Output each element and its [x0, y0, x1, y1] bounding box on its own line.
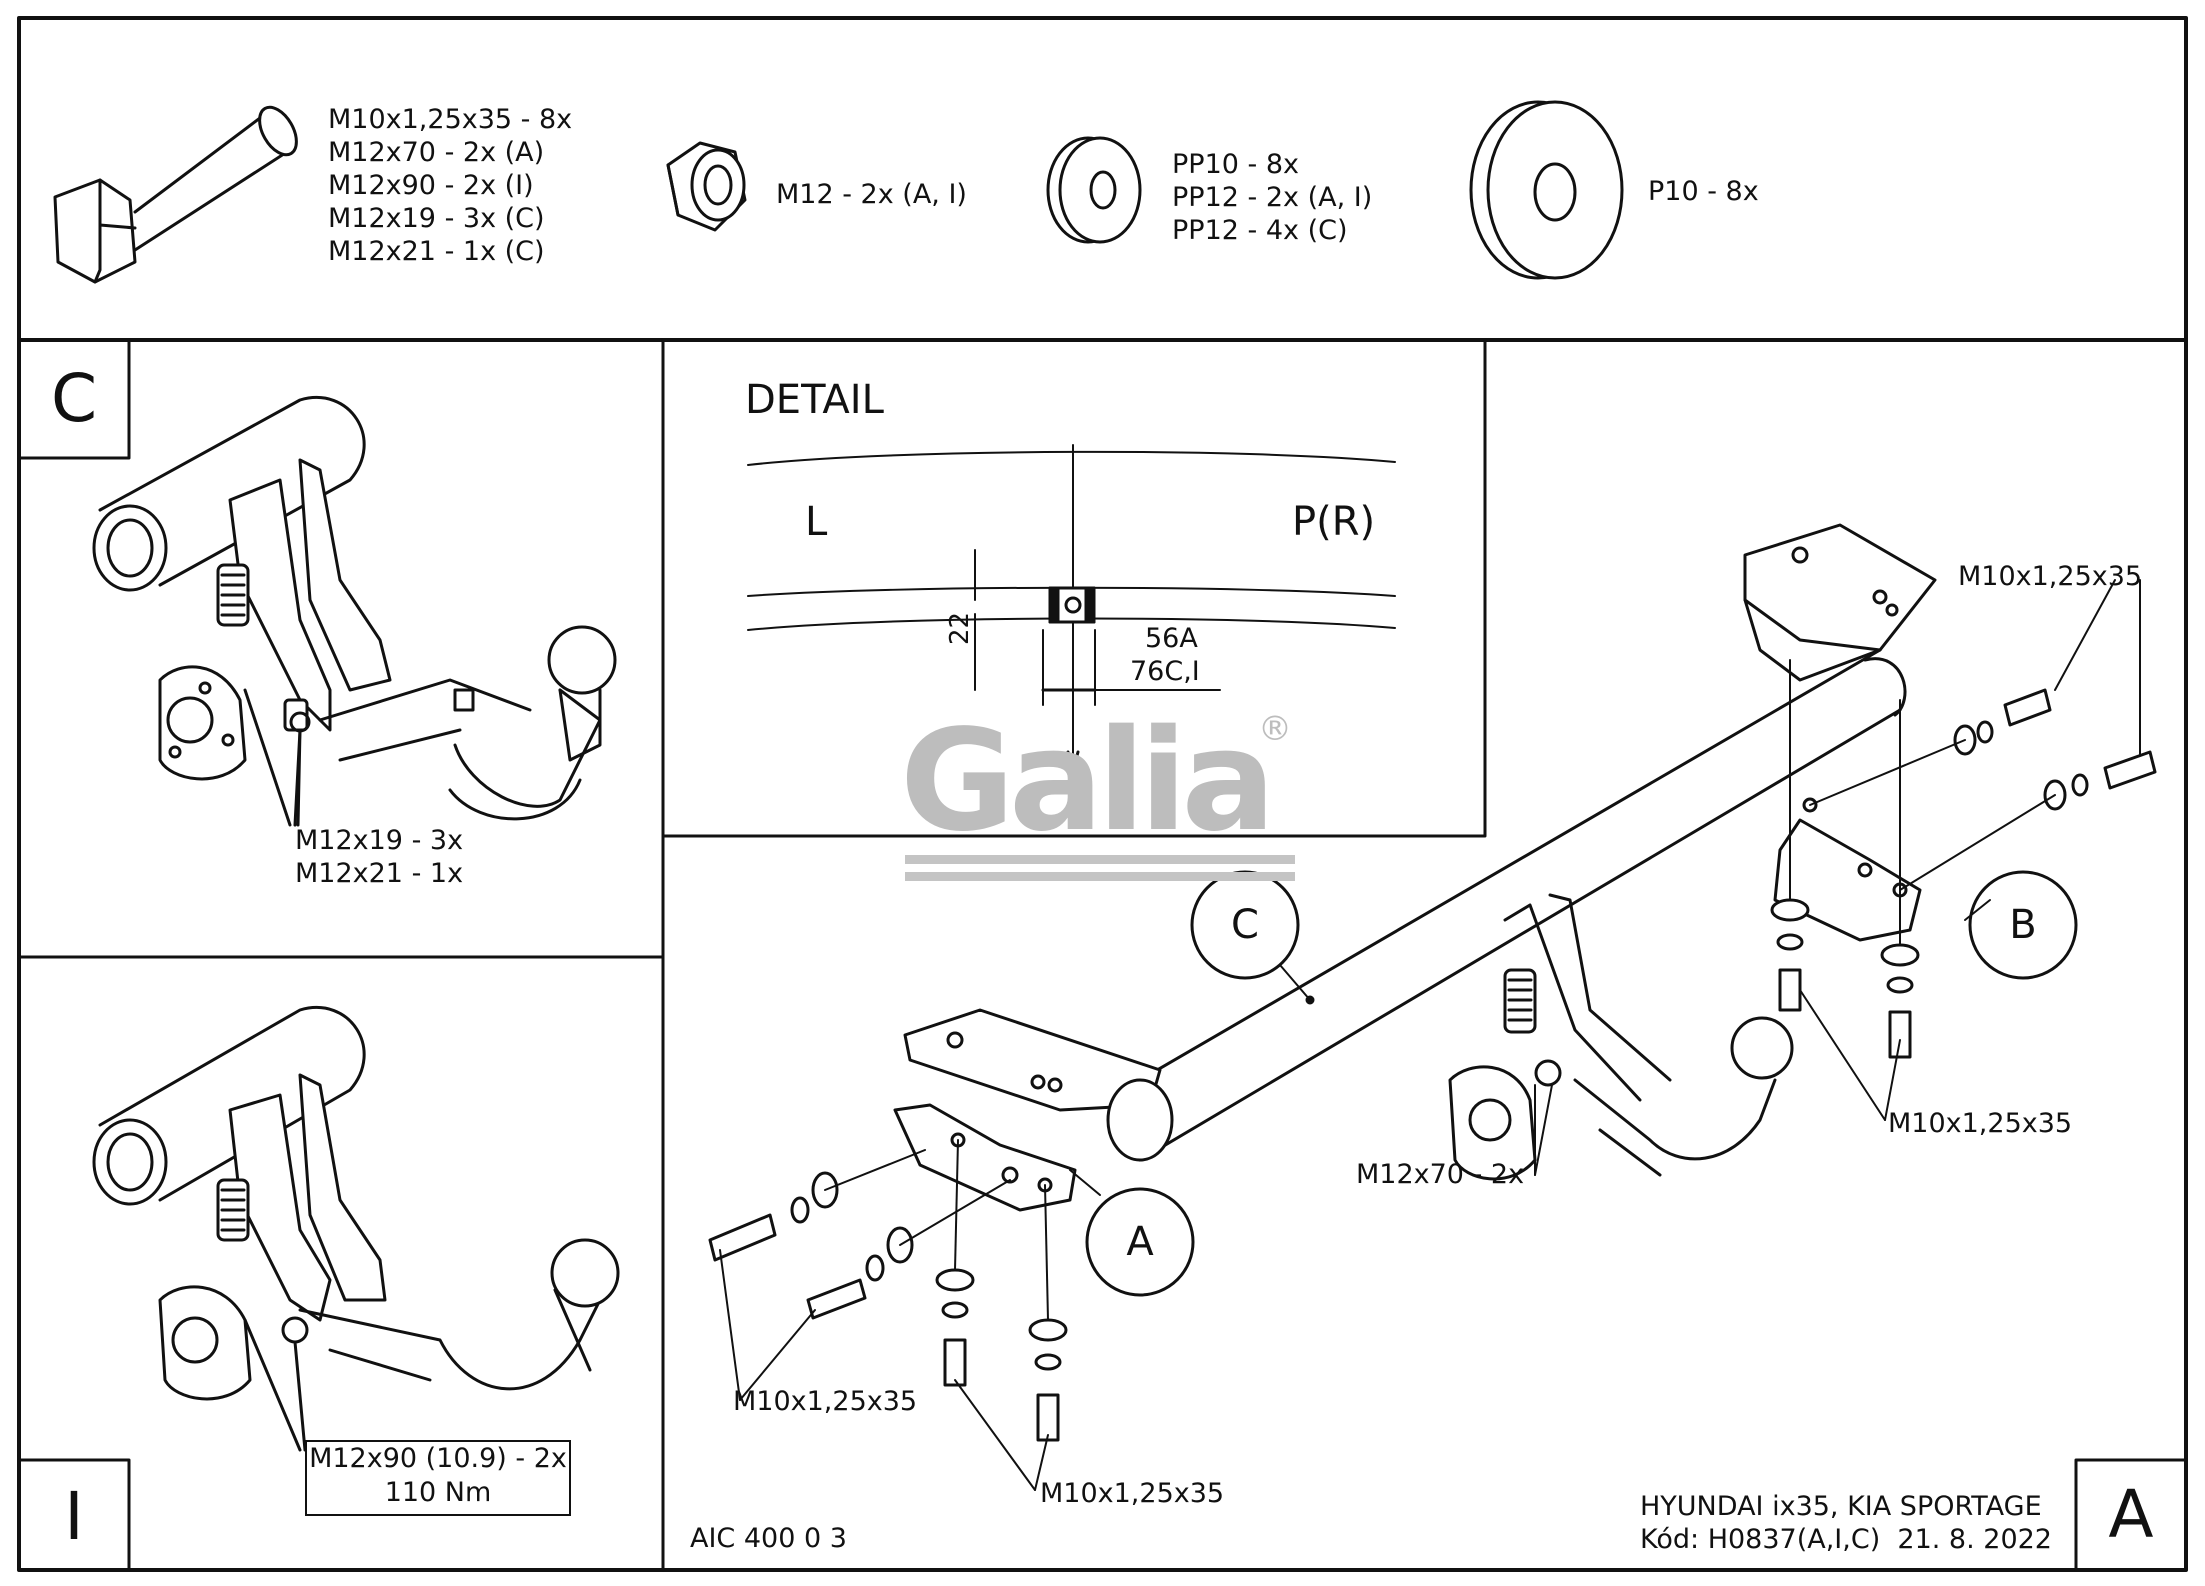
outer-frame [17, 16, 2188, 1572]
detail-dim-56a: 56A [1145, 623, 1198, 654]
bolt-label: M12x90 - 2x (I) [328, 170, 534, 201]
detail-dim-76ci: 76C,I [1130, 656, 1200, 687]
bolt-label-right-bottom: M10x1,25x35 [1888, 1108, 2073, 1139]
panel-i-letter: I [64, 1478, 84, 1555]
towbar-c-illustration [92, 396, 617, 827]
bolt-icon [53, 105, 298, 284]
logo-bar-1 [905, 855, 1295, 864]
panel-i-label-box: M12x90 (10.9) - 2x 110 Nm [305, 1440, 571, 1516]
kod-label: Kód: H0837(A,I,C) 21. 8. 2022 [1640, 1524, 2052, 1555]
bolt-label-left: M10x1,25x35 [733, 1386, 918, 1417]
panel-c-label: M12x19 - 3x [295, 825, 464, 856]
bolt-label-m12x70: M12x70 - 2x [1356, 1159, 1525, 1190]
detail-drawing [747, 444, 1396, 772]
detail-title: DETAIL [745, 377, 884, 423]
bolt-label: M10x1,25x35 - 8x [328, 104, 573, 135]
corner-letter-a: A [2108, 1476, 2154, 1553]
bolt-label: M12x19 - 3x (C) [328, 203, 545, 234]
big-washer-icon [1469, 100, 1624, 280]
nut-icon [666, 141, 747, 232]
vehicle-label: HYUNDAI ix35, KIA SPORTAGE [1640, 1491, 2042, 1522]
bolt-label-top-right: M10x1,25x35 [1958, 561, 2143, 592]
corner-box-a [2074, 1458, 2188, 1572]
callout-a: A [1126, 1219, 1154, 1265]
detail-dim-22: 22 [945, 611, 975, 645]
detail-left-label: L [805, 499, 828, 545]
bolt-label: M12x21 - 1x (C) [328, 236, 545, 267]
title-block: HYUNDAI ix35, KIA SPORTAGE Kód: H0837(A,… [1640, 1490, 2052, 1556]
callout-c: C [1231, 902, 1259, 948]
drawing-code: AIC 400 0 3 [690, 1523, 847, 1554]
detail-right-label: P(R) [1292, 499, 1376, 545]
washer-icon [1046, 136, 1142, 244]
panel-c-label: M12x21 - 1x [295, 858, 464, 889]
callout-a-circle [1085, 1187, 1195, 1297]
detail-box [661, 338, 1487, 838]
callout-b: B [2009, 902, 2037, 948]
towbar-main-illustration [708, 523, 2157, 1491]
big-washer-label: P10 - 8x [1648, 176, 1759, 207]
corner-box-i [17, 1458, 131, 1572]
washer-label: PP12 - 4x (C) [1172, 215, 1348, 246]
washer-label: PP12 - 2x (A, I) [1172, 182, 1373, 213]
washer-label: PP10 - 8x [1172, 149, 1299, 180]
brand-logo-reg: ® [1258, 709, 1292, 749]
bolt-label-list: M10x1,25x35 - 8x M12x70 - 2x (A) M12x90 … [328, 103, 572, 268]
panel-c-labels: M12x19 - 3x M12x21 - 1x [295, 824, 463, 890]
callout-b-circle [1968, 870, 2078, 980]
panel-i-label: M12x90 (10.9) - 2x [309, 1443, 567, 1474]
bolt-label-center-bottom: M10x1,25x35 [1040, 1478, 1225, 1509]
corner-box-c [17, 338, 131, 460]
logo-bar-2 [905, 872, 1295, 881]
brand-logo: Galia [900, 700, 1276, 863]
washer-label-list: PP10 - 8x PP12 - 2x (A, I) PP12 - 4x (C) [1172, 148, 1372, 247]
panel-i-label: 110 Nm [384, 1477, 492, 1508]
nut-label: M12 - 2x (A, I) [776, 179, 967, 210]
towbar-i-illustration [92, 1006, 620, 1452]
panel-c-letter: C [50, 360, 98, 437]
bolt-label: M12x70 - 2x (A) [328, 137, 545, 168]
